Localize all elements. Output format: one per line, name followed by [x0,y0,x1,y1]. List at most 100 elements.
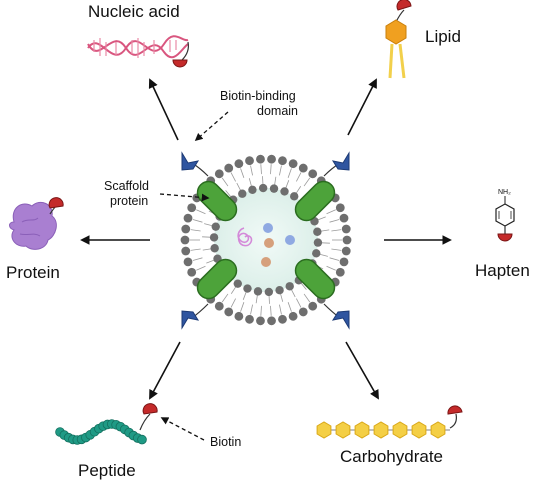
lipid-head [187,267,197,277]
lipid-head [214,169,224,179]
lipid-head [253,287,263,296]
scaffold-protein-top-left [181,151,238,222]
lipid-head [214,301,224,311]
lipid-tail [285,180,290,188]
lipid-tail [250,304,253,315]
lipid-head [280,187,289,196]
label-peptide: Peptide [78,461,136,480]
lipid-head [313,227,322,236]
lipid-tail [287,168,292,178]
lipid-tail [240,302,245,312]
vesicle [180,151,352,330]
lipid-head [339,257,349,267]
cargo-nucleic-scribble-icon [237,227,253,247]
lipid-tail [287,302,292,312]
arrow-to-nucleic-acid [148,78,179,141]
lipid-tail [240,168,245,178]
lipid-head [308,169,318,179]
lipid-tail [260,305,262,316]
label-biotin: Biotin [210,435,241,449]
lipid-tail [204,223,212,227]
lipid-tail [280,293,284,302]
lipid-head [224,163,234,173]
scaffold-protein-icon [196,180,238,222]
lipid-head [233,279,242,288]
lipid-tail [192,257,203,261]
lipid-tail [248,178,252,187]
lipid-tail [329,219,340,223]
label-nucleic-acid: Nucleic acid [88,2,180,21]
biotin-binding-domain-icon [331,151,350,171]
biotin-icon [396,0,412,11]
callout-arrow-binding-domain [194,111,229,142]
lipid-tail [296,186,302,194]
lipid-head [264,287,274,297]
biotin-binding-domain-icon [331,310,350,330]
protein-icon [9,197,64,250]
lipid-tail [206,259,214,264]
lipid-head [298,163,308,173]
lipid-head [243,284,252,293]
biotin-binding-domain-icon [181,310,200,330]
label-lipid: Lipid [425,27,461,46]
lipid-head [267,316,276,326]
lipid-head [234,311,244,321]
lipid-tail [321,229,330,232]
lipid-tail [270,305,272,316]
lipid-tail [250,165,253,176]
lipid-head [256,154,265,164]
lipid-head [181,224,191,234]
lipid-head [209,233,219,242]
lipid-tail [192,219,203,223]
scaffold-protein-top-right [294,151,350,222]
lipid-tail [230,172,236,182]
lipid-head [341,246,351,256]
lipid-tail [196,265,206,271]
lipid-head [308,301,318,311]
label-hapten: Hapten [475,261,530,280]
label-protein: Protein [6,263,60,282]
biotin-icon [497,233,513,242]
vesicle-cargo [237,223,295,267]
lipid-tail [190,248,201,251]
lipid-head [210,244,219,253]
lipid-head [339,213,349,223]
lipid-head [183,257,193,267]
peptide-bead [137,434,147,445]
lipid-head [341,224,351,234]
scaffold-protein-icon [294,258,336,300]
sugar-hexagon [430,421,446,439]
label-biotin-binding-domain-2: domain [257,104,298,118]
lipid-tail [279,304,282,315]
lipid-head [238,189,247,198]
callout-arrow-scaffold [159,193,210,202]
lipid-tail [221,177,229,187]
lipid-head [267,154,276,164]
lipid-head [245,156,254,166]
biotin-icon [447,405,463,415]
label-hapten-nh2: NH₂ [498,189,511,196]
lipid-tail [202,248,211,251]
lipid-tail [303,177,311,187]
lipid-head [312,249,321,258]
callout-arrow-biotin [160,417,205,441]
lipid-tail [236,182,241,191]
cargo-bead-icon [263,223,273,233]
lipid-tail [270,164,272,175]
lipid-tail [326,209,336,215]
label-carbohydrate: Carbohydrate [340,447,443,466]
callout-arrows [159,111,229,441]
lipid-tail [301,283,307,290]
lipid-tail [230,298,236,308]
lipid-tail [274,176,277,185]
lipid-tail [296,298,302,308]
lipid-head [342,235,352,245]
lipid-head [288,311,298,321]
label-scaffold-protein-2: protein [110,194,148,208]
lipid-head [269,184,279,193]
sugar-hexagon [335,421,351,439]
carbohydrate-icon [316,405,463,439]
sugar-hexagon [373,421,389,439]
sugar-hexagon [411,421,427,439]
